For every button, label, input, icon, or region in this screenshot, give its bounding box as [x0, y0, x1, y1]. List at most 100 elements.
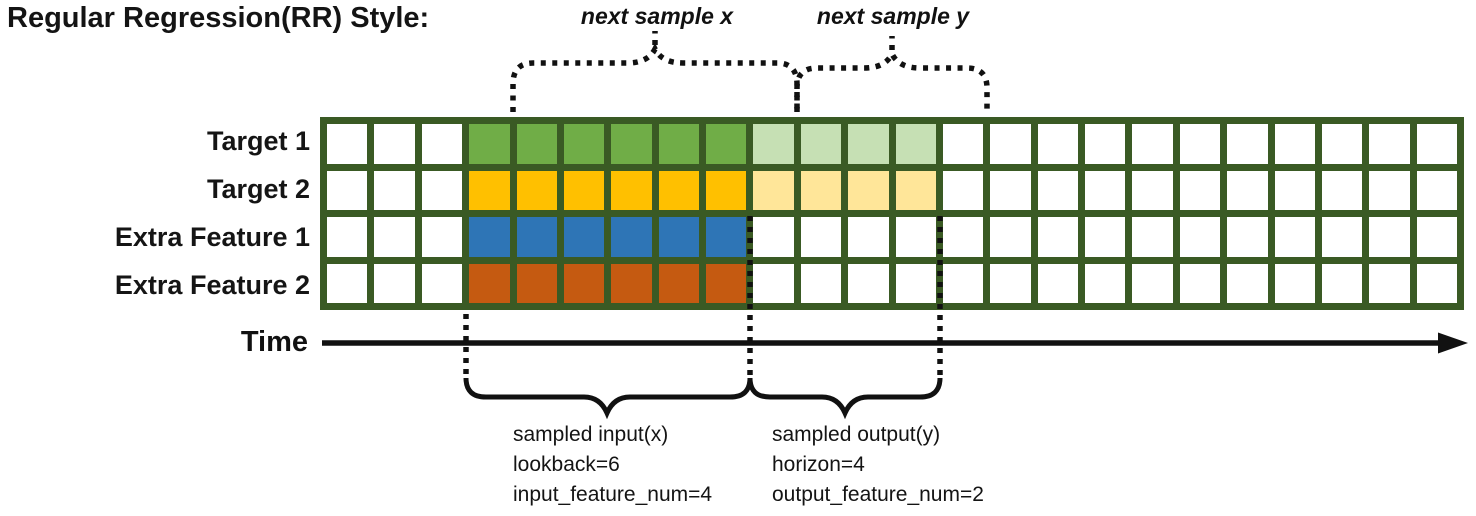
grid-cell — [516, 263, 557, 303]
grid-cell — [942, 170, 984, 210]
grid-cell — [1037, 170, 1078, 210]
grid-cell — [658, 217, 699, 257]
grid-cell — [990, 124, 1031, 164]
grid-cell — [1085, 263, 1126, 303]
grid-cell — [800, 263, 842, 303]
grid-cell — [421, 217, 463, 257]
row-label-extra-feature-1: Extra Feature 1 — [114, 222, 310, 253]
grid-cell — [848, 217, 889, 257]
input-feature-num: input_feature_num=4 — [513, 483, 713, 506]
grid-cell — [1321, 124, 1363, 164]
grid-cell — [1274, 217, 1315, 257]
grid-cell — [469, 217, 510, 257]
grid-cell — [327, 263, 368, 303]
sampled-output-note: sampled output(y) horizon=4 output_featu… — [772, 420, 984, 510]
sampling-grid — [320, 117, 1464, 310]
grid-cell — [1179, 217, 1221, 257]
grid-cell — [1321, 217, 1363, 257]
grid-cell — [374, 170, 415, 210]
grid-cell — [706, 217, 747, 257]
row-label-target-1: Target 1 — [206, 125, 310, 156]
grid-cell — [658, 263, 699, 303]
grid-cell — [469, 124, 510, 164]
next-sample-x-label: next sample x — [580, 3, 734, 29]
grid-cell — [990, 263, 1031, 303]
grid-cell — [848, 263, 889, 303]
grid-cell — [563, 170, 605, 210]
grid-cell — [895, 217, 936, 257]
grid-cell — [1132, 124, 1173, 164]
grid-cell — [1416, 217, 1457, 257]
grid-cell — [658, 124, 699, 164]
grid-cell — [1085, 170, 1126, 210]
grid-cell — [611, 217, 652, 257]
grid-cell — [1227, 263, 1268, 303]
grid-cell — [895, 170, 936, 210]
grid-cell — [658, 170, 699, 210]
grid-cell — [1369, 170, 1410, 210]
row-label-target-2: Target 2 — [206, 173, 310, 204]
grid-cell — [374, 124, 415, 164]
grid-cell — [1416, 170, 1457, 210]
grid-cell — [753, 263, 794, 303]
grid-cell — [1179, 124, 1221, 164]
sampled-input-note: sampled input(x) lookback=6 input_featur… — [513, 420, 712, 510]
time-axis-label: Time — [240, 326, 308, 358]
grid-cell — [942, 124, 984, 164]
grid-cell — [1274, 263, 1315, 303]
grid-cell — [1132, 263, 1173, 303]
grid-cell — [1227, 217, 1268, 257]
grid-cell — [942, 217, 984, 257]
sampled-input-title: sampled input(x) — [513, 423, 669, 446]
grid-cell — [327, 170, 368, 210]
grid-cell — [800, 217, 842, 257]
grid-cell — [990, 170, 1031, 210]
grid-cell — [327, 217, 368, 257]
grid-cell — [421, 170, 463, 210]
grid-cell — [706, 170, 747, 210]
grid-cell — [848, 170, 889, 210]
grid-cell — [611, 124, 652, 164]
grid-cell — [611, 263, 652, 303]
grid-cell — [374, 263, 415, 303]
grid-cell — [516, 170, 557, 210]
grid-cell — [1132, 170, 1173, 210]
grid-cell — [1037, 263, 1078, 303]
sampled-output-brace — [747, 377, 943, 420]
grid-cell — [848, 124, 889, 164]
horizon-value: horizon=4 — [772, 453, 865, 476]
grid-cell — [1085, 124, 1126, 164]
grid-cell — [563, 217, 605, 257]
grid-cell — [942, 263, 984, 303]
grid-cell — [611, 170, 652, 210]
grid-cell — [753, 217, 794, 257]
grid-cell — [1416, 124, 1457, 164]
grid-cell — [1369, 263, 1410, 303]
next-sample-y-label: next sample y — [816, 3, 970, 29]
row-labels: Target 1 Target 2 Extra Feature 1 Extra … — [0, 117, 310, 310]
grid-cell — [421, 124, 463, 164]
grid-cell — [374, 217, 415, 257]
grid-cell — [421, 263, 463, 303]
grid-cell — [1179, 263, 1221, 303]
grid-cell — [800, 124, 842, 164]
diagram-title: Regular Regression(RR) Style: — [7, 2, 430, 34]
next-sample-y-brace — [794, 47, 990, 112]
grid-cell — [1179, 170, 1221, 210]
grid-cell — [1321, 170, 1363, 210]
grid-cell — [1274, 170, 1315, 210]
grid-cell — [895, 124, 936, 164]
grid-cell — [516, 124, 557, 164]
grid-cell — [753, 170, 794, 210]
grid-cell — [563, 124, 605, 164]
grid-cell — [1274, 124, 1315, 164]
grid-cell — [1227, 124, 1268, 164]
grid-cell — [706, 263, 747, 303]
grid-cell — [563, 263, 605, 303]
next-sample-x-brace — [510, 42, 800, 112]
lookback-value: lookback=6 — [513, 453, 620, 476]
sampled-output-title: sampled output(y) — [772, 423, 941, 446]
grid-cell — [706, 124, 747, 164]
grid-cell — [1037, 124, 1078, 164]
